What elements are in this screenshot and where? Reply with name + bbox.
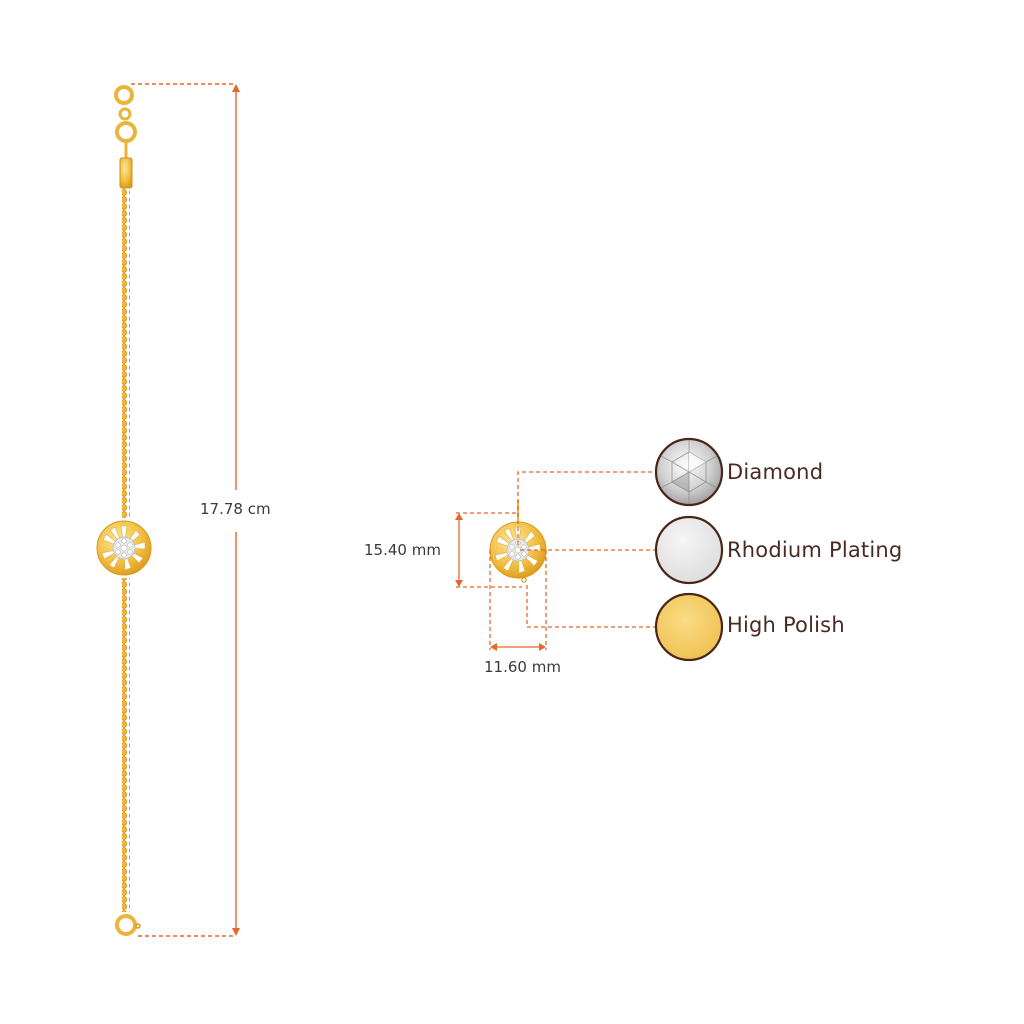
- pendant-height-label: 15.40 mm: [364, 541, 441, 559]
- bracelet: [96, 85, 152, 936]
- length-dimension: [131, 83, 240, 937]
- gold-swatch-icon: [654, 592, 724, 662]
- extension-ring: [118, 107, 132, 121]
- spring-ring-clasp: [115, 914, 137, 936]
- rhodium-swatch-icon: [654, 515, 724, 585]
- material-label-diamond: Diamond: [727, 460, 824, 484]
- diamond-leader: [517, 471, 656, 545]
- pendant-height-dimension: [455, 512, 522, 588]
- chain-upper: [122, 188, 130, 518]
- material-label-polish: High Polish: [727, 613, 845, 637]
- callout-leaders: [517, 471, 656, 628]
- extension-ring-large: [115, 121, 137, 143]
- pendant-width-dimension: [489, 550, 547, 651]
- length-label: 17.78 cm: [200, 500, 271, 518]
- material-swatches: [654, 437, 724, 662]
- top-ring: [114, 85, 134, 105]
- pendant: [96, 520, 152, 576]
- polish-leader: [526, 585, 656, 628]
- material-label-rhodium: Rhodium Plating: [727, 538, 903, 562]
- chain-lower: [122, 578, 130, 912]
- brand-tag: [119, 157, 133, 189]
- diamond-swatch-icon: [654, 437, 724, 507]
- pendant-width-label: 11.60 mm: [484, 658, 561, 676]
